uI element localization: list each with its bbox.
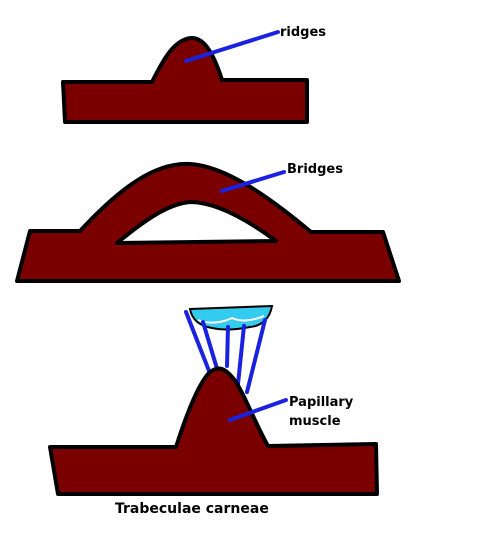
bridges-label: Bridges xyxy=(287,162,343,177)
ridges-panel xyxy=(61,30,309,124)
papillary-panel xyxy=(48,304,379,496)
chorda-line xyxy=(236,324,246,386)
chordae-tendineae xyxy=(184,310,267,394)
chorda-line xyxy=(225,325,230,368)
chorda-line xyxy=(245,318,267,394)
ridges-pointer-line xyxy=(184,30,280,63)
papillary-pointer-line xyxy=(228,398,288,422)
diagram-caption: Trabeculae carneae xyxy=(115,501,269,517)
valve-cusp-detail xyxy=(197,315,265,324)
bridges-wall-shape xyxy=(15,161,401,283)
papillary-label-line1: Papillary xyxy=(289,395,354,410)
bridges-panel xyxy=(15,161,401,283)
ridges-label: ridges xyxy=(280,25,327,40)
papillary-wall-shape xyxy=(48,366,379,496)
papillary-label-line2: muscle xyxy=(289,414,341,429)
chorda-line xyxy=(184,310,213,378)
ridges-wall-shape xyxy=(61,36,309,124)
chorda-line xyxy=(201,320,220,374)
bridges-pointer-line xyxy=(220,170,286,193)
